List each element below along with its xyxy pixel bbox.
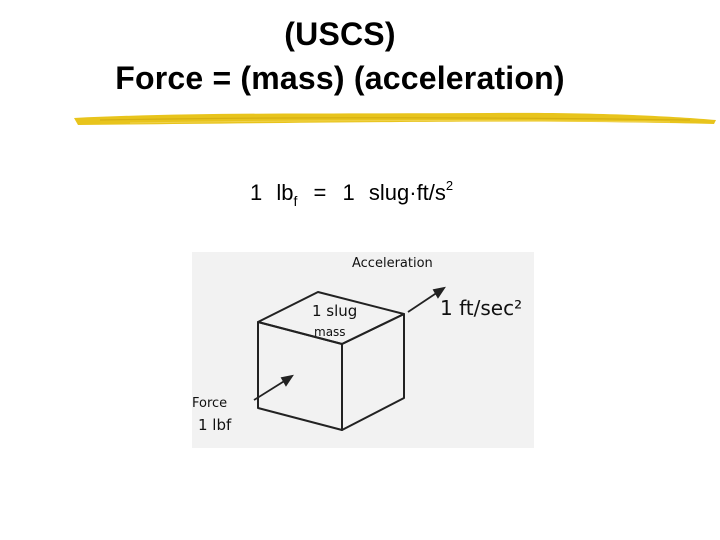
acceleration-label: Acceleration [352, 256, 433, 271]
mass-value: 1 slug [312, 302, 358, 320]
equation-rhs-unit-a: slug [368, 180, 410, 205]
mass-label: mass [314, 325, 346, 339]
equation-rhs-dot: · [409, 180, 417, 205]
slide-title-line-1: (USCS) [284, 16, 396, 52]
force-label: Force [192, 396, 228, 411]
acceleration-arrow-shaft [407, 291, 439, 313]
equation-lhs-number: 1 [250, 180, 263, 205]
force-arrow-shaft [253, 379, 287, 401]
equation-rhs-number: 1 [342, 180, 355, 205]
cube-side-face [341, 313, 405, 431]
cube-force-diagram: Acceleration 1 slug mass 1 ft/sec² Force… [192, 252, 534, 448]
equation-lhs-subscript: f [293, 193, 298, 209]
equation-lhs-unit: lb [276, 180, 294, 205]
unit-equation: 1 lbf = 1 slug·ft/s2 [250, 178, 454, 209]
slide-title-line-2: Force = (mass) (acceleration) [115, 60, 565, 96]
force-arrow-head [280, 374, 294, 387]
equation-equals: = [313, 180, 327, 205]
acceleration-value: 1 ft/sec² [440, 296, 523, 320]
force-value: 1 lbf [198, 416, 232, 434]
acceleration-arrow-head [432, 286, 446, 299]
equation-rhs-superscript: 2 [445, 178, 454, 193]
equation-rhs-unit-b: ft/s [416, 180, 446, 205]
cube-drawing [253, 286, 446, 431]
title-underline-brushstroke [74, 112, 716, 125]
